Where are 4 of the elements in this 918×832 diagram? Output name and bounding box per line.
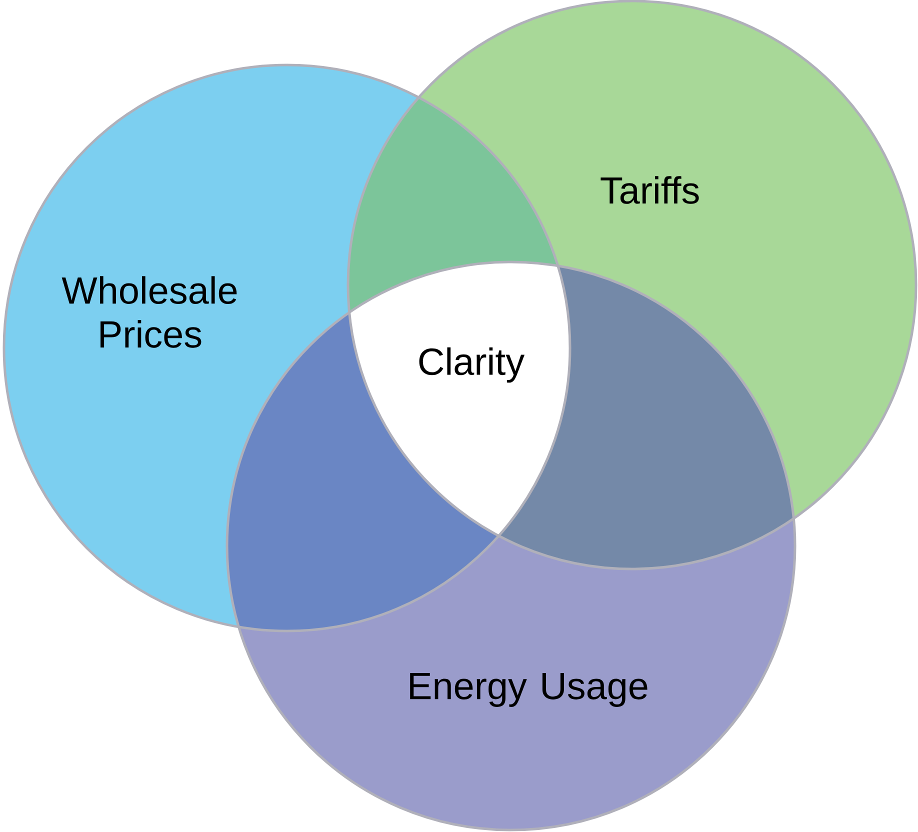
center-region: Clarity bbox=[419, 347, 525, 383]
circle-label: Tariffs bbox=[600, 176, 699, 204]
circle-label: Wholesale Prices bbox=[62, 276, 237, 348]
circle-label: Energy Usage bbox=[410, 673, 648, 707]
